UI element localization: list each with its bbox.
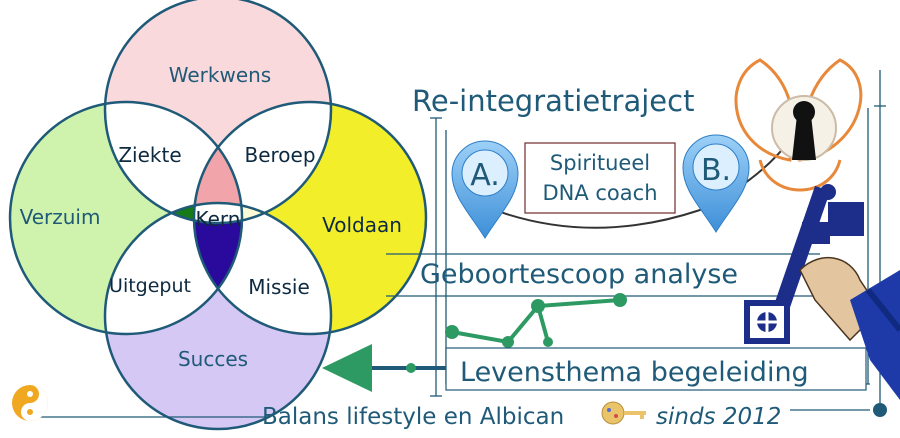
label-verzuim: Verzuim: [20, 205, 101, 229]
hand-icon: [799, 256, 900, 400]
flow-title: Re-integratietraject: [412, 84, 694, 118]
label-werkwens: Werkwens: [169, 63, 271, 87]
label-ziekte: Ziekte: [118, 143, 181, 167]
venn-outlines: [8, 0, 428, 431]
footer-since: sinds 2012: [656, 404, 781, 430]
key-logo-icon: [601, 401, 646, 425]
footer-brand: Balans lifestyle en Albican: [262, 404, 564, 430]
label-uitgeput: Uitgeput: [109, 275, 191, 297]
step-geboortescoop: Geboortescoop analyse: [386, 253, 820, 297]
coach-box: Spiritueel DNA coach: [524, 142, 676, 214]
label-beroep: Beroep: [244, 143, 315, 167]
pin-a: A.: [451, 140, 519, 239]
footer-end-dot: [873, 403, 887, 417]
venn-diagram: Werkwens Ziekte Beroep Verzuim Kern Vold…: [8, 0, 428, 431]
pin-a-label: A.: [470, 158, 500, 193]
yin-yang-icon: [12, 385, 48, 421]
step2-label: Levensthema begeleiding: [460, 357, 809, 388]
coach-line1: Spiritueel: [550, 151, 650, 175]
label-missie: Missie: [248, 275, 310, 299]
keyhole-icon: [734, 58, 863, 192]
step-levensthema: Levensthema begeleiding: [445, 347, 867, 391]
arrow-left-icon: [322, 344, 446, 392]
label-succes: Succes: [178, 347, 248, 371]
coach-line2: DNA coach: [542, 181, 657, 205]
label-kern: Kern: [196, 207, 241, 231]
step1-label: Geboortescoop analyse: [420, 259, 738, 290]
label-voldaan: Voldaan: [322, 213, 402, 237]
key-icon: [744, 184, 864, 344]
flow-panel: Re-integratietraject A. B. Spiritueel DN…: [322, 58, 900, 408]
pin-b-label: B.: [701, 153, 731, 188]
pin-b: B.: [682, 134, 750, 233]
footer: Balans lifestyle en Albican sinds 2012: [12, 385, 887, 430]
